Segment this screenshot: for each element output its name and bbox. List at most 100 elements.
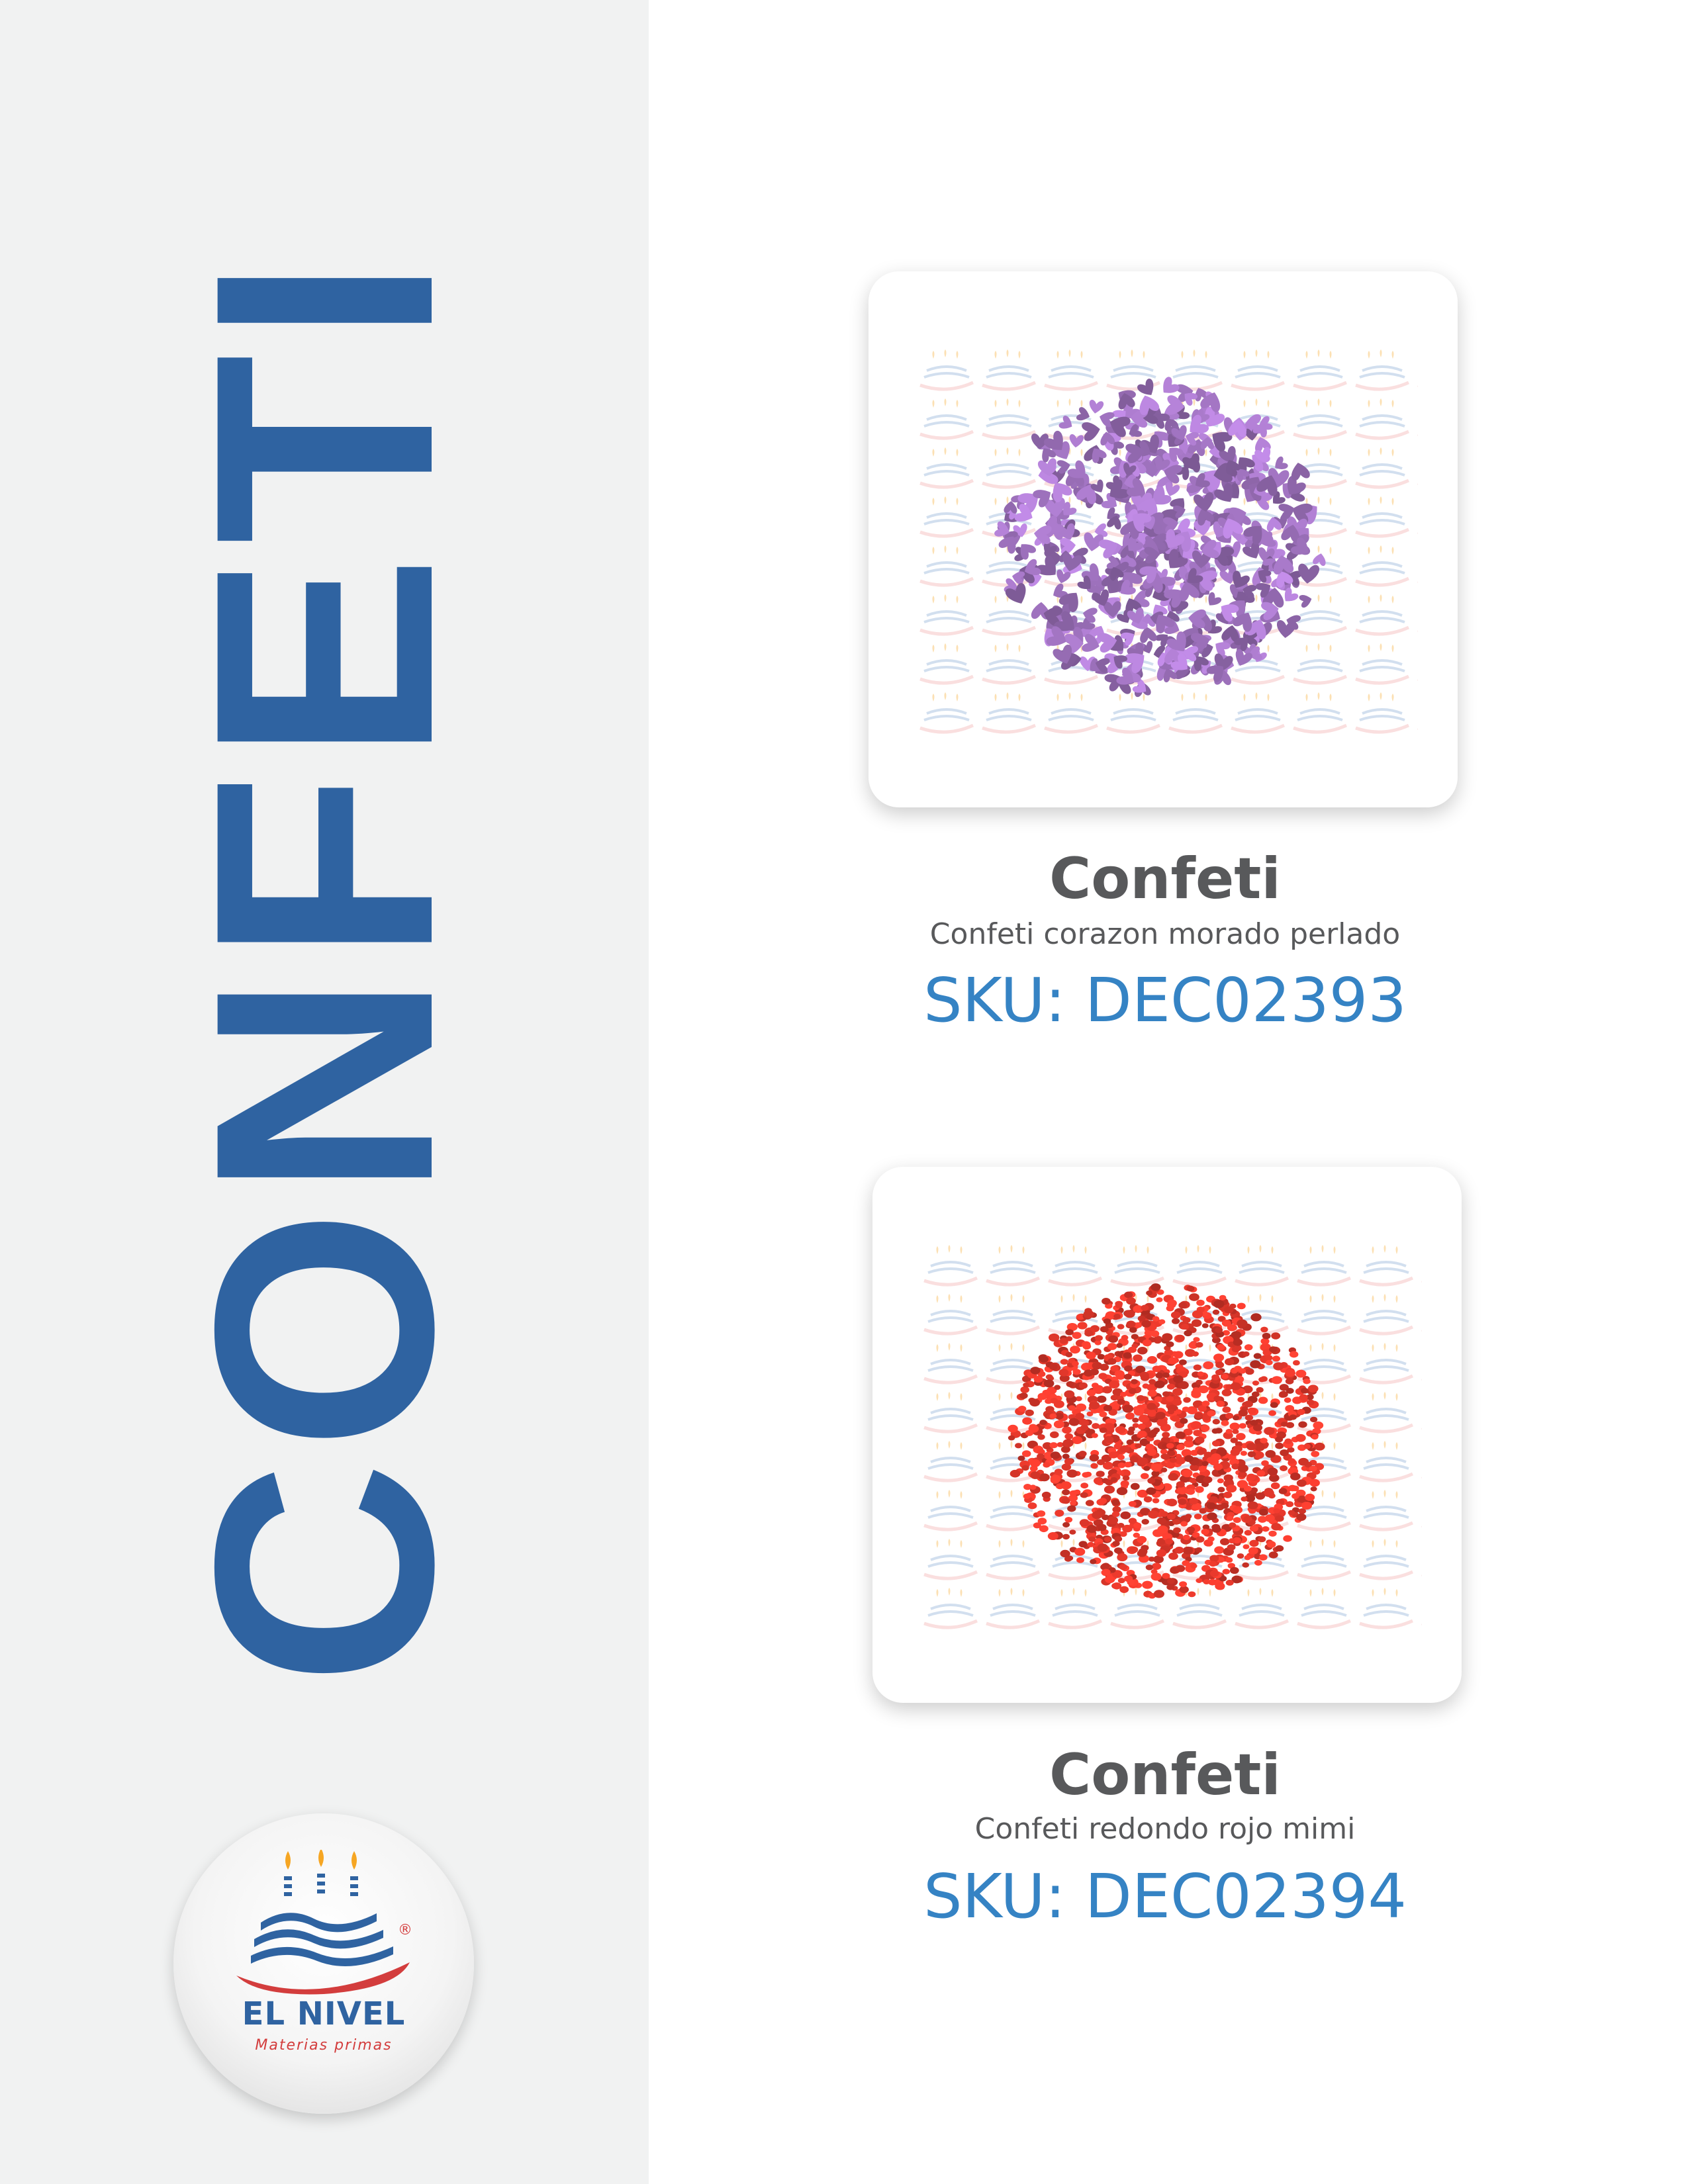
confetti-piece [1039,1473,1050,1482]
confetti-piece [1068,1405,1076,1411]
confetti-piece [1313,1421,1324,1430]
confetti-piece [1103,1318,1111,1324]
confetti-piece [1185,1435,1194,1442]
confetti-piece [1105,1311,1116,1320]
confetti-piece [1074,1547,1086,1556]
confetti-piece [1089,400,1103,414]
confetti-piece [1117,610,1130,623]
confetti-piece [1049,1333,1060,1342]
confetti-piece [1082,1343,1092,1350]
confetti-piece [1109,479,1129,499]
confetti-piece [1192,1310,1203,1319]
confetti-piece [1098,1373,1107,1380]
confetti-piece [1162,1333,1173,1342]
confetti-piece [1147,1448,1157,1456]
confetti-piece [1080,1419,1090,1426]
confetti-piece [1237,1553,1244,1559]
confetti-piece [1068,1494,1078,1502]
confetti-piece [1241,1496,1248,1502]
confetti-piece [1008,1435,1015,1441]
confetti-piece [1156,1297,1163,1302]
confetti-piece [1301,1502,1312,1510]
confetti-piece [1021,1465,1029,1471]
confetti-piece [1102,1298,1111,1305]
confetti-piece [1182,1469,1193,1478]
confetti-piece [1053,645,1072,664]
confetti-piece [1174,1547,1184,1554]
confetti-piece [1196,1379,1203,1385]
confetti-piece [1189,1498,1198,1505]
confetti-piece [1024,559,1041,575]
confetti-piece [1142,1383,1150,1389]
confetti-piece [1170,653,1188,670]
confetti-piece [1096,1498,1105,1506]
confetti-piece [1124,1310,1135,1318]
confetti-piece [1306,1394,1314,1400]
confetti-piece [1246,1443,1257,1451]
confetti-piece [1037,458,1057,477]
confetti-piece [1182,1546,1194,1555]
confetti-piece [1258,1396,1268,1404]
confetti-piece [1104,1435,1114,1443]
confetti-piece [1145,1565,1154,1570]
confetti-piece [1086,1411,1094,1417]
confetti-piece [1168,1357,1178,1365]
confetti-piece [1070,1345,1080,1354]
confetti-piece [1049,1363,1058,1371]
confetti-piece [1163,377,1180,393]
confetti-piece [1260,1338,1270,1345]
confetti-piece [1193,1337,1200,1342]
confetti-piece [1127,1579,1135,1586]
confetti-piece [1244,1494,1256,1502]
confetti-piece [1233,612,1252,632]
confetti-piece [1117,1398,1125,1405]
confetti-piece [1190,1449,1199,1456]
confetti-piece [1235,649,1252,666]
confetti-piece [1152,1498,1160,1504]
confetti-piece [1261,1460,1269,1467]
confetti-piece [1059,1338,1068,1344]
confetti-piece [1146,1487,1156,1495]
confetti-piece [1190,414,1209,433]
confetti-piece [1222,1406,1231,1413]
confetti-piece [1090,1463,1098,1469]
confetti-piece [1097,1459,1105,1465]
confetti-piece [1194,1412,1203,1419]
confetti-piece [1188,568,1203,584]
confetti-piece [1100,1326,1109,1333]
confetti-piece [1119,1531,1127,1537]
confetti-piece [1192,1351,1199,1357]
confetti-piece [1120,1511,1131,1520]
confetti-piece [1104,1575,1115,1584]
confetti-piece [1039,1420,1047,1426]
confetti-piece [1053,482,1072,503]
confetti-piece [1045,1398,1053,1404]
confetti-piece [1119,1586,1129,1593]
confetti-piece [1154,413,1170,429]
confetti-piece [1062,1533,1070,1540]
confetti-piece [1090,1559,1097,1565]
confetti-piece [1154,1380,1165,1388]
confetti-piece [1132,513,1152,532]
confetti-piece [1227,1544,1236,1551]
confetti-piece [1114,1547,1123,1554]
confetti-piece [1152,1563,1162,1570]
confetti-piece [1207,1536,1215,1542]
confetti-piece [1023,1484,1032,1490]
confetti-piece [1193,1364,1202,1371]
confetti-piece [1155,634,1168,647]
confetti-piece [1215,1369,1223,1376]
confetti-piece [1221,1420,1229,1426]
confetti-piece [1260,1376,1268,1382]
confetti-piece [1299,595,1312,608]
confetti-piece [1192,1502,1202,1510]
confetti-piece [1167,1450,1176,1457]
confetti-piece [1175,1431,1186,1439]
confetti-piece [1156,1418,1168,1427]
confetti-piece [1203,1579,1210,1584]
confetti-piece [1080,1482,1089,1489]
confetti-piece [1141,1375,1150,1381]
confetti-piece [1046,626,1066,646]
confetti-piece [1041,1491,1051,1499]
confetti-piece [1103,1404,1113,1412]
